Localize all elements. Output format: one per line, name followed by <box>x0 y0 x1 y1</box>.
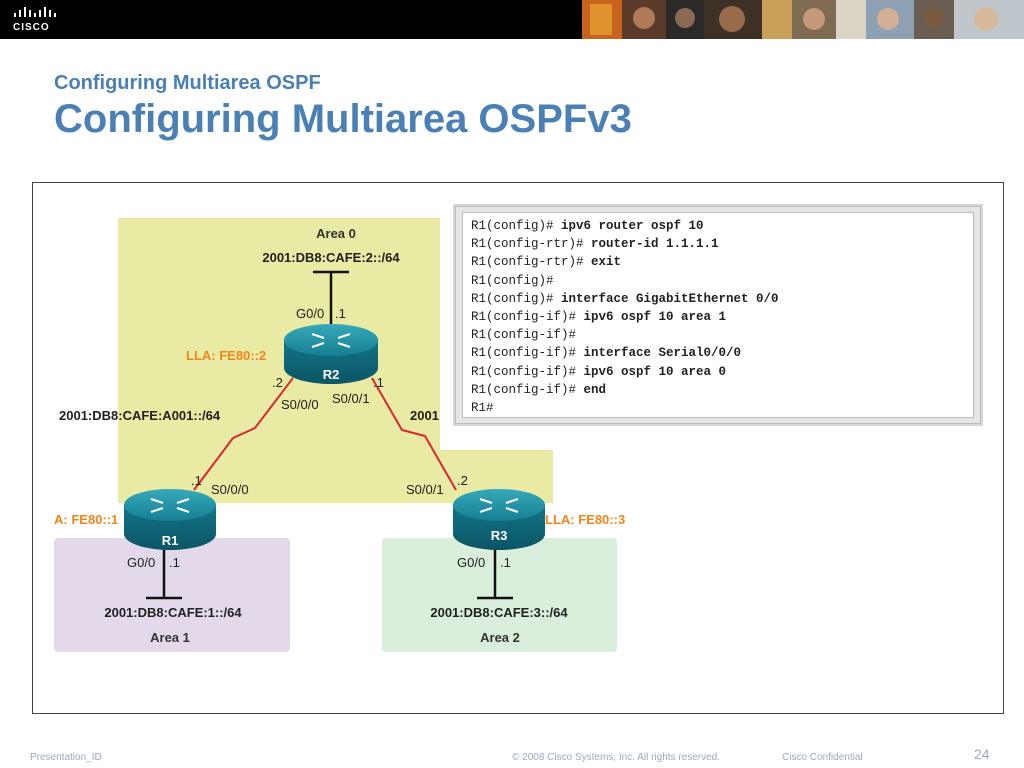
cli-line: R1(config-rtr)# exit <box>471 253 973 271</box>
cli-prompt: R1(config)# <box>471 273 554 288</box>
cli-line: R1(config-if)# ipv6 ospf 10 area 0 <box>471 363 973 381</box>
header-bar: CISCO <box>0 0 1024 39</box>
cli-prompt: R1(config)# <box>471 291 562 306</box>
router-r2-label: R2 <box>323 367 340 382</box>
serial-link-r2-r3 <box>371 377 457 491</box>
cli-terminal: R1(config)# ipv6 router ospf 10 R1(confi… <box>462 212 974 418</box>
cli-prompt: R1(config-if)# <box>471 346 584 361</box>
cli-command: interface GigabitEthernet 0/0 <box>561 291 779 306</box>
cli-line: R1(config)# interface GigabitEthernet 0/… <box>471 290 973 308</box>
cisco-logo-icon <box>14 7 56 17</box>
footer-copyright: © 2008 Cisco Systems, Inc. All rights re… <box>512 752 721 763</box>
slide-title: Configuring Multiarea OSPFv3 <box>54 97 632 141</box>
r3-lan-interface: G0/0 <box>457 555 485 570</box>
area0-name: Area 0 <box>316 226 356 241</box>
cli-prompt: R1(config-if)# <box>471 328 577 343</box>
r1-lan-address: .1 <box>169 555 180 570</box>
r2-lan-interface: G0/0 <box>296 306 324 321</box>
cli-prompt: R1# <box>471 400 494 415</box>
r3-wan-interface: S0/0/1 <box>406 482 444 497</box>
router-r2-icon[interactable] <box>284 324 378 384</box>
cli-command: ipv6 ospf 10 area 0 <box>583 364 727 379</box>
cli-command: exit <box>591 255 622 270</box>
cli-prompt: R1(config-if)# <box>471 382 584 397</box>
r2-right-interface: S0/0/1 <box>332 391 370 406</box>
router-r3-icon[interactable] <box>453 489 545 550</box>
cli-line: R1# <box>471 399 973 417</box>
cli-line: R1(config)# ipv6 router ospf 10 <box>471 217 973 235</box>
r2-left-address: .2 <box>272 375 283 390</box>
area1-name: Area 1 <box>150 630 190 645</box>
router-r3-label: R3 <box>491 528 508 543</box>
cli-panel: R1(config)# ipv6 router ospf 10 R1(confi… <box>455 206 981 424</box>
area1-network: 2001:DB8:CAFE:1::/64 <box>104 605 242 620</box>
slide-subtitle: Configuring Multiarea OSPF <box>54 72 321 94</box>
r2-left-interface: S0/0/0 <box>281 397 319 412</box>
r3-wan-address: .2 <box>457 473 468 488</box>
cli-line: R1(config-if)# end <box>471 381 973 399</box>
router-r1-label: R1 <box>162 533 179 548</box>
cli-line: R1(config-if)# <box>471 326 973 344</box>
r3-lan-address: .1 <box>500 555 511 570</box>
serial-link-r1-r2 <box>193 377 294 491</box>
r1-lla: A: FE80::1 <box>54 512 118 527</box>
cisco-wordmark: CISCO <box>13 22 50 33</box>
cli-command: ipv6 ospf 10 area 1 <box>583 309 727 324</box>
cli-line: R1(config-rtr)# router-id 1.1.1.1 <box>471 235 973 253</box>
cli-prompt: R1(config-if)# <box>471 309 584 324</box>
r1-wan-interface: S0/0/0 <box>211 482 249 497</box>
cli-prompt: R1(config-if)# <box>471 364 584 379</box>
link-r2-r3-network: 2001 <box>410 408 439 423</box>
cli-prompt: R1(config-rtr)# <box>471 237 592 252</box>
r1-wan-address: .1 <box>191 473 202 488</box>
footer-presentation-id: Presentation_ID <box>30 752 102 763</box>
r2-right-address: .1 <box>373 375 384 390</box>
area2-network: 2001:DB8:CAFE:3::/64 <box>430 605 568 620</box>
cli-prompt: R1(config)# <box>471 219 562 233</box>
r2-lan-address: .1 <box>335 306 346 321</box>
cli-command: ipv6 router ospf 10 <box>561 219 704 233</box>
area2-name: Area 2 <box>480 630 520 645</box>
cli-line: R1(config-if)# ipv6 ospf 10 area 1 <box>471 308 973 326</box>
cli-command: router-id 1.1.1.1 <box>591 237 719 252</box>
link-r1-r2-network: 2001:DB8:CAFE:A001::/64 <box>59 408 221 423</box>
cli-command: interface Serial0/0/0 <box>583 346 742 361</box>
cli-command: end <box>583 382 607 397</box>
cli-line: R1(config)# <box>471 272 973 290</box>
page-number: 24 <box>974 746 990 762</box>
area1-region <box>54 538 290 652</box>
footer-confidential: Cisco Confidential <box>782 752 863 763</box>
cli-line: R1(config-if)# interface Serial0/0/0 <box>471 344 973 362</box>
router-r1-icon[interactable] <box>124 489 216 550</box>
area0-network: 2001:DB8:CAFE:2::/64 <box>262 250 400 265</box>
r1-lan-interface: G0/0 <box>127 555 155 570</box>
area2-region <box>382 538 617 652</box>
cli-prompt: R1(config-rtr)# <box>471 255 592 270</box>
people-photo-strip <box>582 0 1024 39</box>
r3-lla: LLA: FE80::3 <box>545 512 625 527</box>
r2-lla: LLA: FE80::2 <box>186 348 266 363</box>
